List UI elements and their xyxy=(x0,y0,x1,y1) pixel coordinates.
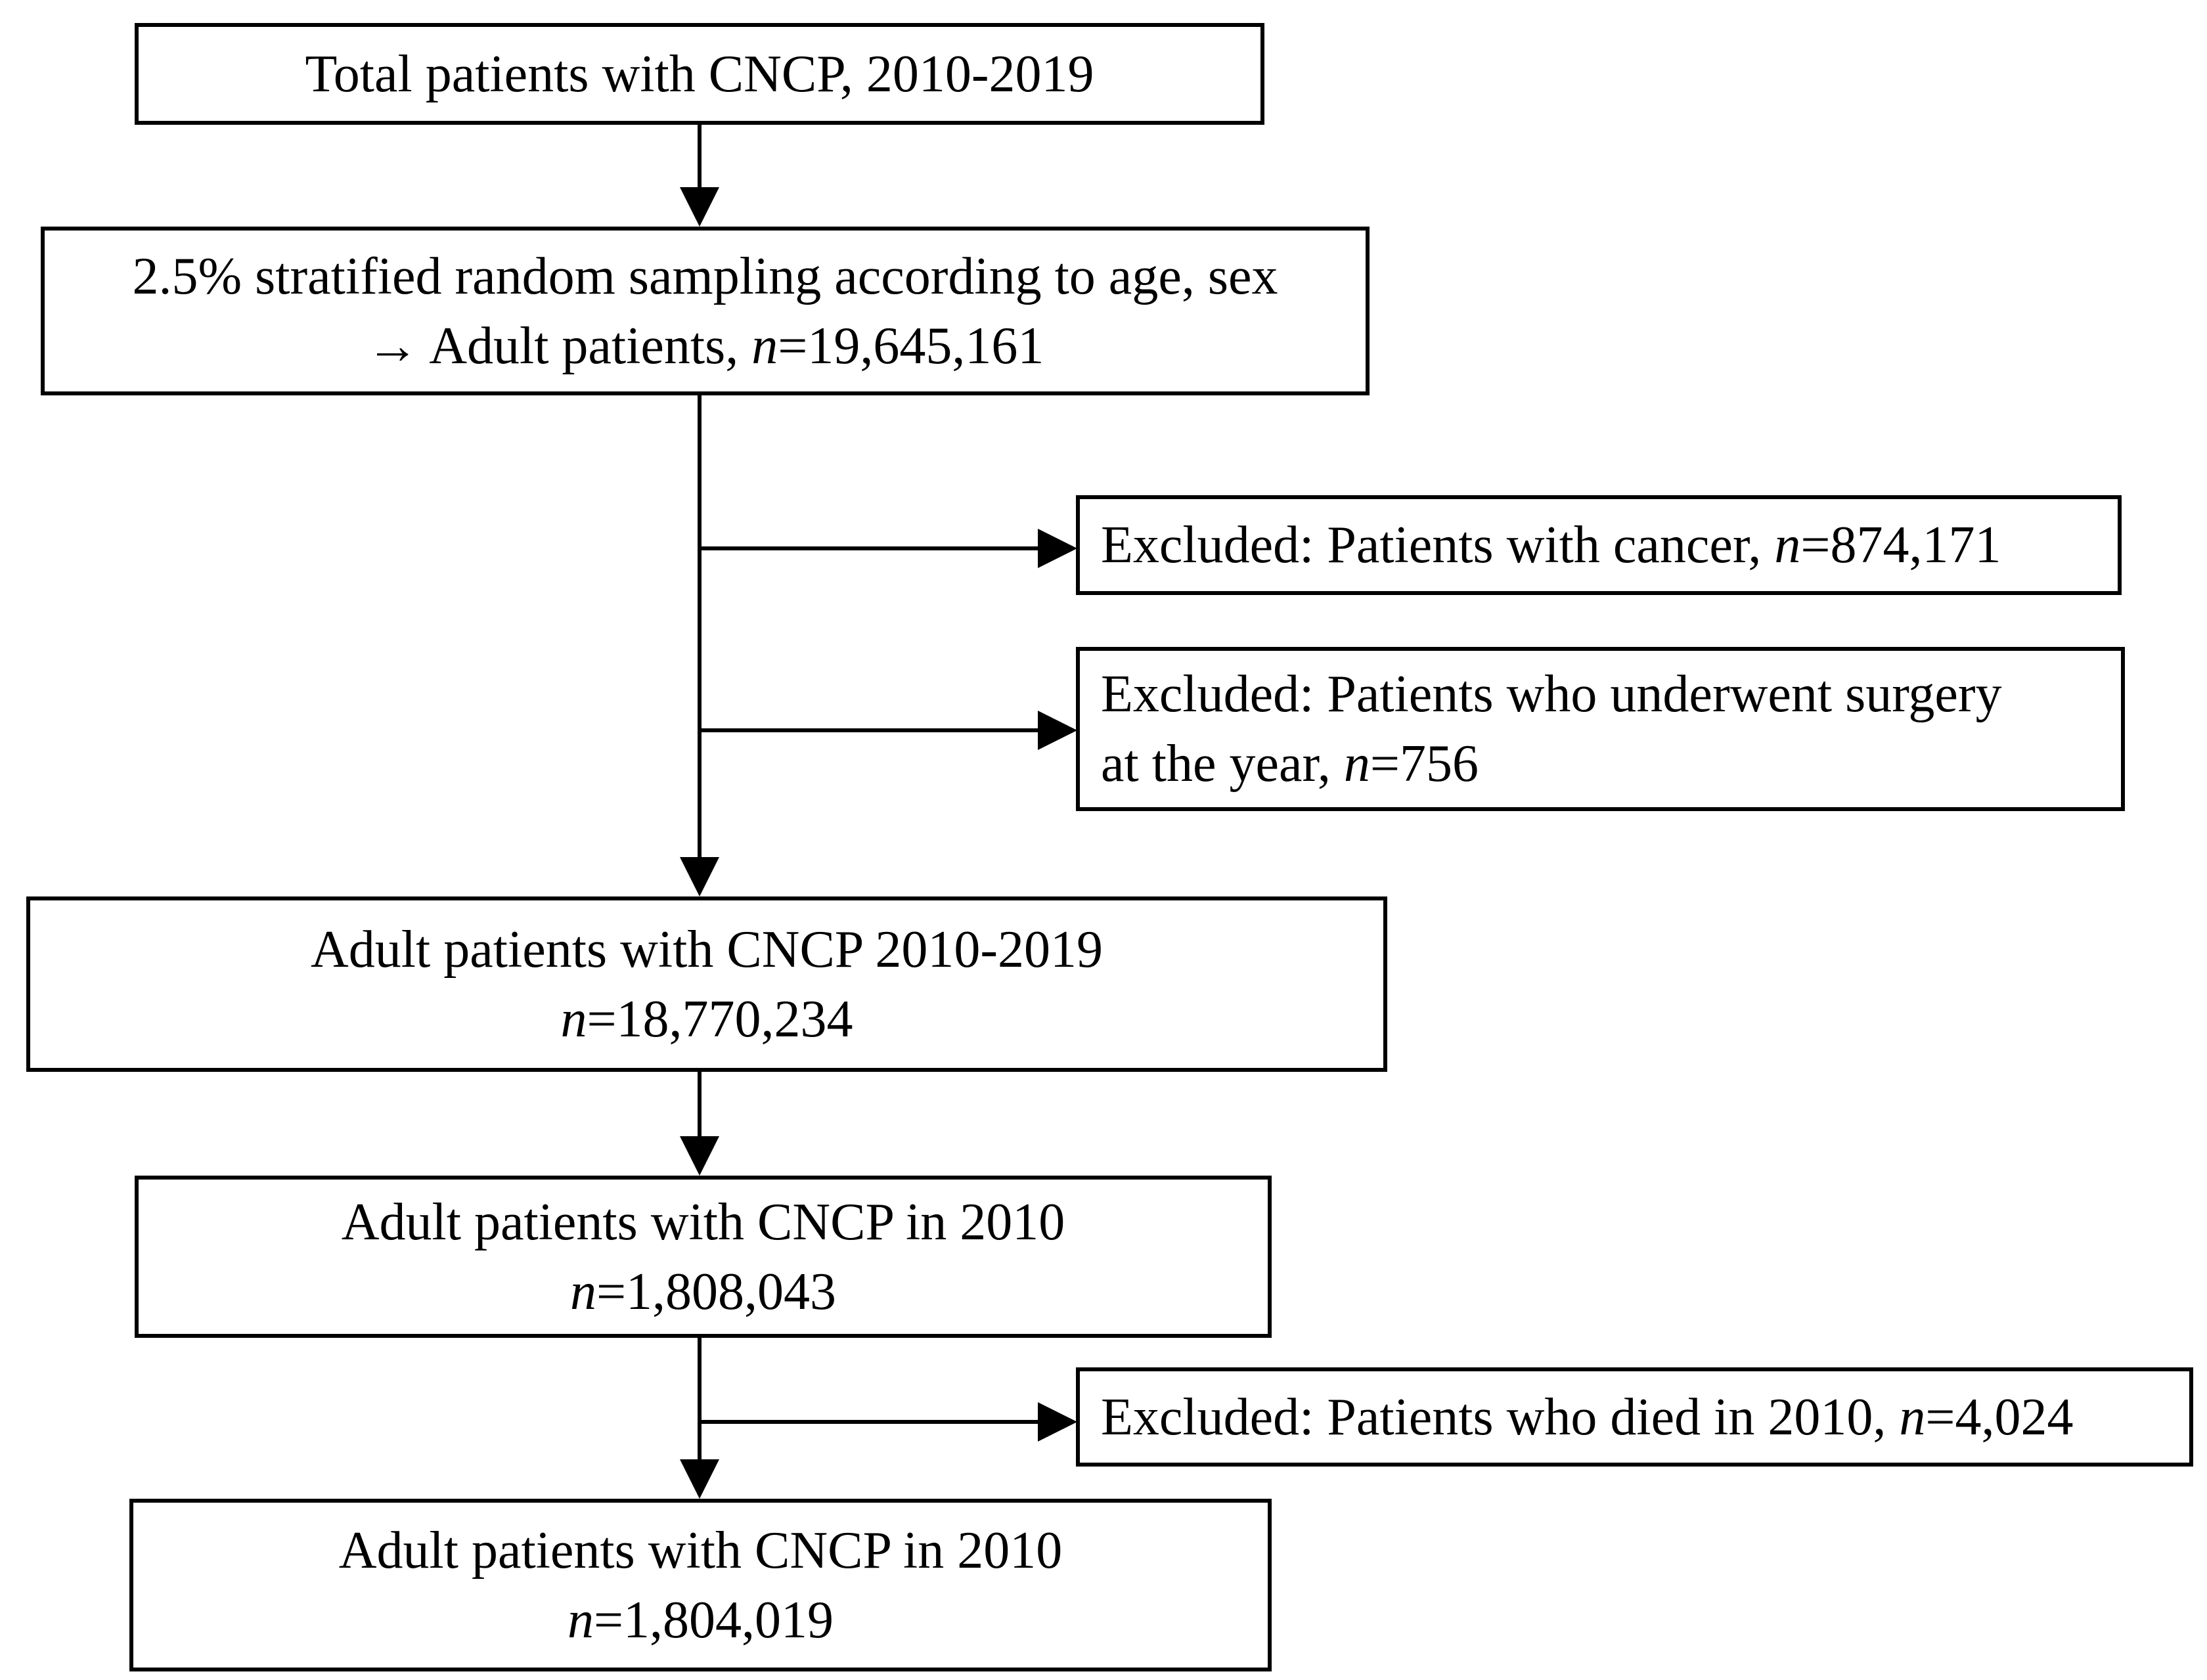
excluded-label: Excluded: Patients who died in 2010, xyxy=(1101,1388,1900,1446)
box-text-line: Excluded: Patients who died in 2010, n=4… xyxy=(1101,1382,2074,1452)
box-text-line: at the year, n=756 xyxy=(1101,729,1479,799)
arrow-right-glyph: → Adult patients, xyxy=(366,317,752,375)
n-variable: n xyxy=(569,1262,596,1321)
arrowhead-down xyxy=(680,1459,719,1499)
box-excluded-surgery: Excluded: Patients who underwent surgery… xyxy=(1076,647,2125,811)
excluded-label: at the year, xyxy=(1101,735,1344,793)
arrowhead-right xyxy=(1038,711,1077,750)
excluded-label: Excluded: Patients with cancer, xyxy=(1101,516,1775,574)
box-text-line: Adult patients with CNCP in 2010 xyxy=(338,1521,1063,1580)
n-variable: n xyxy=(567,1591,594,1649)
n-variable: n xyxy=(560,990,587,1048)
box-stratified-sampling: 2.5% stratified random sampling accordin… xyxy=(41,227,1370,395)
n-variable: n xyxy=(751,317,778,375)
arrowhead-right xyxy=(1038,1402,1077,1442)
n-value: =18,770,234 xyxy=(587,990,853,1048)
n-variable: n xyxy=(1343,735,1370,793)
connector-total-to-sampling xyxy=(698,125,702,192)
n-value: =756 xyxy=(1370,735,1479,793)
box-text-line: n=1,804,019 xyxy=(568,1585,834,1655)
n-value: =1,808,043 xyxy=(596,1262,837,1321)
connector-branch-excluded-cancer xyxy=(698,546,1044,550)
n-value: =874,171 xyxy=(1800,516,2001,574)
box-excluded-died: Excluded: Patients who died in 2010, n=4… xyxy=(1076,1367,2193,1467)
box-excluded-cancer: Excluded: Patients with cancer, n=874,17… xyxy=(1076,495,2122,595)
box-text-line: n=18,770,234 xyxy=(560,984,853,1054)
box-adult-cncp-2010: Adult patients with CNCP in 2010 n=1,808… xyxy=(135,1176,1272,1338)
box-text-line: → Adult patients, n=19,645,161 xyxy=(367,311,1044,381)
arrowhead-down xyxy=(680,187,719,227)
connector-2010-to-final xyxy=(698,1338,702,1464)
box-total-patients: Total patients with CNCP, 2010-2019 xyxy=(135,23,1264,125)
box-text-line: Total patients with CNCP, 2010-2019 xyxy=(305,45,1094,103)
arrowhead-right xyxy=(1038,529,1077,568)
n-variable: n xyxy=(1899,1388,1926,1446)
box-text-line: Excluded: Patients who underwent surgery xyxy=(1101,665,2002,723)
box-adult-cncp-2010-2019: Adult patients with CNCP 2010-2019 n=18,… xyxy=(26,896,1387,1072)
connector-adult-decade-to-2010 xyxy=(698,1072,702,1141)
box-text-line: 2.5% stratified random sampling accordin… xyxy=(132,247,1278,305)
box-text-line: n=1,808,043 xyxy=(570,1257,836,1327)
arrowhead-down xyxy=(680,1136,719,1176)
connector-sampling-to-adult-decade xyxy=(698,394,702,862)
n-value: =19,645,161 xyxy=(778,317,1044,375)
n-variable: n xyxy=(1774,516,1801,574)
arrowhead-down xyxy=(680,857,719,896)
n-value: =4,024 xyxy=(1925,1388,2074,1446)
connector-branch-excluded-surgery xyxy=(698,728,1044,732)
box-adult-cncp-2010-final: Adult patients with CNCP in 2010 n=1,804… xyxy=(129,1499,1272,1671)
connector-branch-excluded-died xyxy=(698,1420,1044,1424)
n-value: =1,804,019 xyxy=(593,1591,834,1649)
box-text-line: Excluded: Patients with cancer, n=874,17… xyxy=(1101,510,2001,580)
box-text-line: Adult patients with CNCP 2010-2019 xyxy=(311,920,1103,979)
box-text-line: Adult patients with CNCP in 2010 xyxy=(341,1193,1065,1251)
